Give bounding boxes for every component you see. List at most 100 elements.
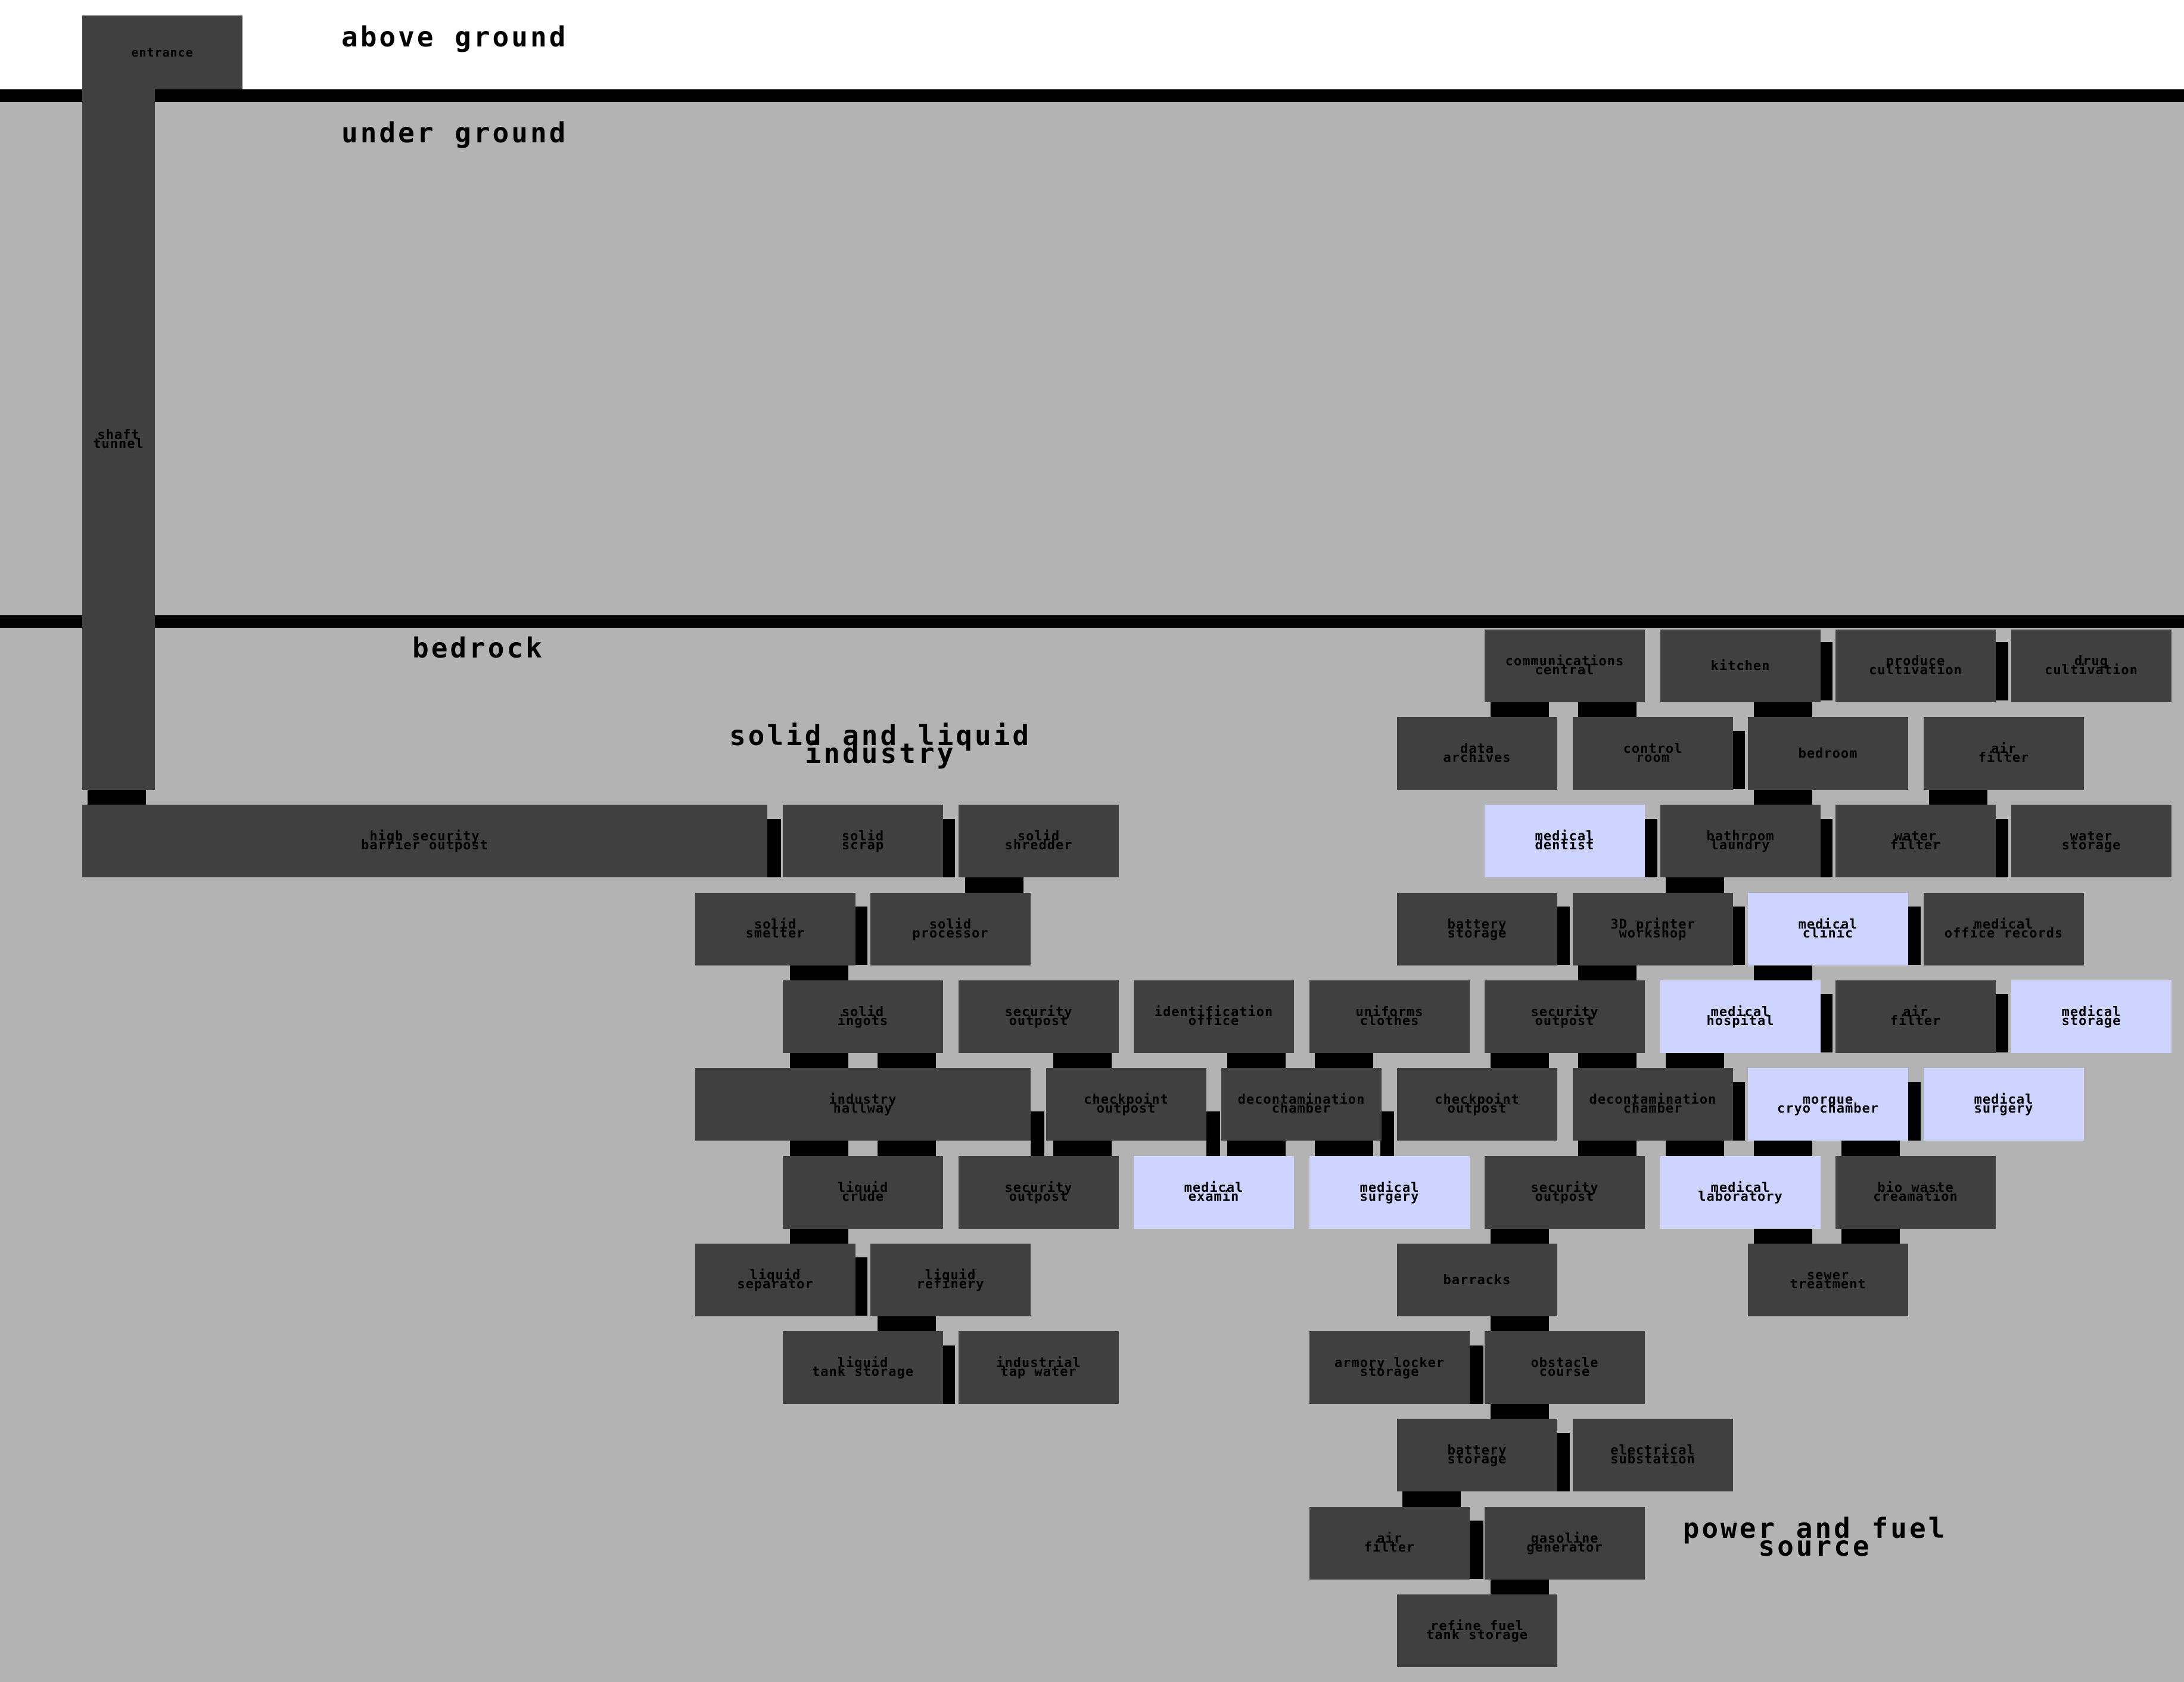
room-label: air filter (1978, 742, 2030, 765)
room-refine-fuel-tank-storage: refine fuel tank storage (1397, 1594, 1557, 1667)
room-label: gasoline generator (1526, 1531, 1603, 1555)
connector-46 (1754, 790, 1812, 805)
connector-6 (790, 1053, 848, 1069)
room-solid-shredder: solid shredder (959, 805, 1119, 877)
zone-label-1: solid and liquid industry (729, 719, 1032, 770)
connector-53 (1731, 907, 1745, 965)
room-battery-storage: battery storage (1397, 893, 1557, 965)
connector-59 (1731, 1082, 1745, 1141)
room-label: medical dentist (1535, 829, 1595, 853)
room-label: bathroom laundry (1706, 829, 1775, 853)
connector-60 (1907, 1082, 1921, 1141)
room-entrance: entrance (82, 15, 242, 89)
connector-1 (767, 819, 781, 877)
connector-7 (878, 1053, 936, 1069)
room-armory-locker-storage: armory locker storage (1309, 1331, 1470, 1404)
room-label: solid shredder (1004, 829, 1073, 853)
connector-45 (1995, 642, 2008, 700)
room-label: liquid tank storage (812, 1356, 914, 1379)
connector-17 (790, 1141, 848, 1156)
connector-22 (1578, 1141, 1637, 1156)
connector-16 (1666, 1053, 1724, 1069)
room-label: communications central (1505, 654, 1625, 678)
room-morgue-cryo-chamber: morgue cryo chamber (1748, 1068, 1908, 1141)
surface-divider (0, 89, 2184, 102)
room-label: sewer treatment (1790, 1268, 1866, 1292)
room-label: checkpoint outpost (1084, 1092, 1169, 1116)
room-label: solid processor (912, 917, 989, 941)
room-label: shaft tunnel (93, 428, 144, 451)
zone-label-2: power and fuel source (1682, 1512, 1947, 1562)
room-label: solid scrap (841, 829, 885, 853)
room-label: decontamination chamber (1237, 1092, 1365, 1116)
connector-35 (1491, 1404, 1549, 1419)
layer-label-bedrock: bedrock (412, 632, 545, 664)
room-medical-hospital: medical hospital (1660, 980, 1821, 1053)
room-label: air filter (1890, 1005, 1942, 1029)
room-control-room: control room (1573, 717, 1733, 790)
connector-38 (1470, 1521, 1483, 1579)
room-industry-hallway: industry hallway (695, 1068, 1031, 1141)
room-label: electrical substation (1610, 1443, 1695, 1467)
connector-4 (854, 907, 867, 965)
connector-30 (1491, 1228, 1549, 1244)
connector-31 (1754, 1228, 1812, 1244)
room-label: medical storage (2061, 1005, 2121, 1029)
connector-39 (1491, 1579, 1549, 1594)
connector-51 (1666, 877, 1724, 893)
room-label: produce cultivation (1869, 654, 1962, 678)
room-security-outpost: security outpost (959, 1156, 1119, 1229)
connector-48 (1644, 819, 1657, 877)
room-label: kitchen (1710, 658, 1771, 674)
room-uniforms-clothes: uniforms clothes (1309, 980, 1470, 1053)
room-label: industrial tap water (996, 1356, 1081, 1379)
room-label: security outpost (1004, 1005, 1073, 1029)
under-ground-layer (0, 89, 2184, 627)
room-bio-waste-creamation: bio waste creamation (1835, 1156, 1996, 1229)
room-label: bedroom (1798, 746, 1858, 761)
room-label: uniforms clothes (1355, 1005, 1424, 1029)
connector-9 (1053, 1053, 1112, 1069)
connector-49 (1819, 819, 1833, 877)
room-medical-storage: medical storage (2011, 980, 2171, 1053)
connector-27 (854, 1257, 867, 1316)
room-air-filter: air filter (1309, 1507, 1470, 1580)
room-medical-dentist: medical dentist (1485, 805, 1645, 877)
connector-43 (1731, 731, 1745, 789)
connector-13 (1380, 1111, 1394, 1170)
connector-34 (1470, 1345, 1483, 1404)
connector-40 (1491, 702, 1549, 717)
room-solid-processor: solid processor (870, 893, 1031, 965)
room-label: battery storage (1447, 1443, 1507, 1467)
connector-25 (1841, 1141, 1900, 1156)
room-label: liquid refinery (916, 1268, 985, 1292)
room-medical-surgery: medical surgery (1309, 1156, 1470, 1229)
room-label: data archives (1443, 742, 1511, 765)
room-identification-office: identification office (1134, 980, 1294, 1053)
room-label: security outpost (1530, 1180, 1599, 1204)
room-obstacle-course: obstacle course (1485, 1331, 1645, 1404)
room-industrial-tap-water: industrial tap water (959, 1331, 1119, 1404)
room-label: water storage (2061, 829, 2121, 853)
room-air-filter: air filter (1924, 717, 2084, 790)
room-label: identification office (1154, 1005, 1274, 1029)
connector-52 (1556, 907, 1570, 965)
connector-11 (1227, 1053, 1286, 1069)
room-medical-surgery: medical surgery (1924, 1068, 2084, 1141)
room-label: 3D printer workshop (1610, 917, 1695, 941)
room-label: entrance (131, 45, 194, 60)
connector-12 (1315, 1053, 1373, 1069)
room-label: medical office records (1944, 917, 2064, 941)
room-medical-laboratory: medical laboratory (1660, 1156, 1821, 1229)
room-kitchen: kitchen (1660, 630, 1821, 702)
room-medical-office-records: medical office records (1924, 893, 2084, 965)
connector-47 (1929, 790, 1987, 805)
above-ground-layer (0, 0, 2184, 89)
room-3d-printer-workshop: 3D printer workshop (1573, 893, 1733, 965)
room-label: battery storage (1447, 917, 1507, 941)
connector-10 (1206, 1111, 1220, 1170)
connector-36 (1556, 1433, 1570, 1491)
layer-label-above-ground: above ground (341, 21, 568, 53)
